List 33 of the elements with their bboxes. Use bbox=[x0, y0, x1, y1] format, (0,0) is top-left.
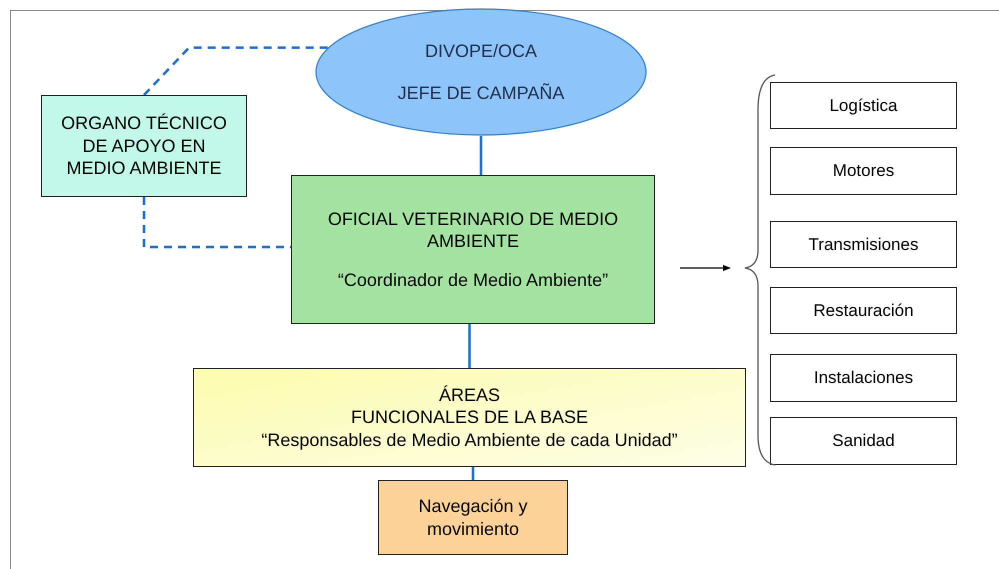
node-text: Transmisiones bbox=[808, 234, 918, 256]
process-box bbox=[770, 147, 957, 195]
process-box bbox=[291, 175, 655, 324]
node-text: OFICIAL VETERINARIO DE MEDIO AMBIENTE bbox=[326, 208, 620, 253]
process-box bbox=[770, 354, 957, 402]
node-text: ORGANO TÉCNICO DE APOYO EN MEDIO AMBIENTE bbox=[60, 112, 228, 180]
process-box bbox=[770, 287, 957, 334]
node-text: Logística bbox=[829, 94, 898, 116]
process-box bbox=[770, 82, 957, 129]
node-text: Restauración bbox=[813, 300, 914, 322]
node-text: JEFE DE CAMPAÑA bbox=[398, 82, 564, 104]
ellipse-node bbox=[315, 8, 647, 136]
process-box bbox=[41, 95, 247, 197]
process-box bbox=[193, 368, 746, 467]
arrow bbox=[680, 264, 731, 272]
connector-line bbox=[480, 136, 482, 175]
node-text: ÁREAS bbox=[438, 384, 500, 406]
node-text: “Coordinador de Medio Ambiente” bbox=[338, 268, 608, 292]
node-text: Motores bbox=[832, 160, 894, 182]
node-text: DIVOPE/OCA bbox=[424, 40, 538, 62]
connector-line bbox=[142, 197, 291, 248]
node-text: FUNCIONALES DE LA BASE bbox=[350, 406, 588, 429]
bracket bbox=[744, 74, 776, 466]
connector-line bbox=[472, 467, 474, 480]
process-box bbox=[378, 480, 568, 555]
process-box bbox=[770, 417, 957, 465]
node-text: Sanidad bbox=[832, 430, 895, 452]
node-text: Instalaciones bbox=[814, 367, 914, 389]
connector-line bbox=[468, 324, 471, 368]
connector-line bbox=[143, 46, 329, 96]
node-text: “Responsables de Medio Ambiente de cada Unidad” bbox=[261, 428, 678, 452]
node-text: Navegación y movimiento bbox=[417, 495, 529, 540]
process-box bbox=[770, 221, 957, 268]
